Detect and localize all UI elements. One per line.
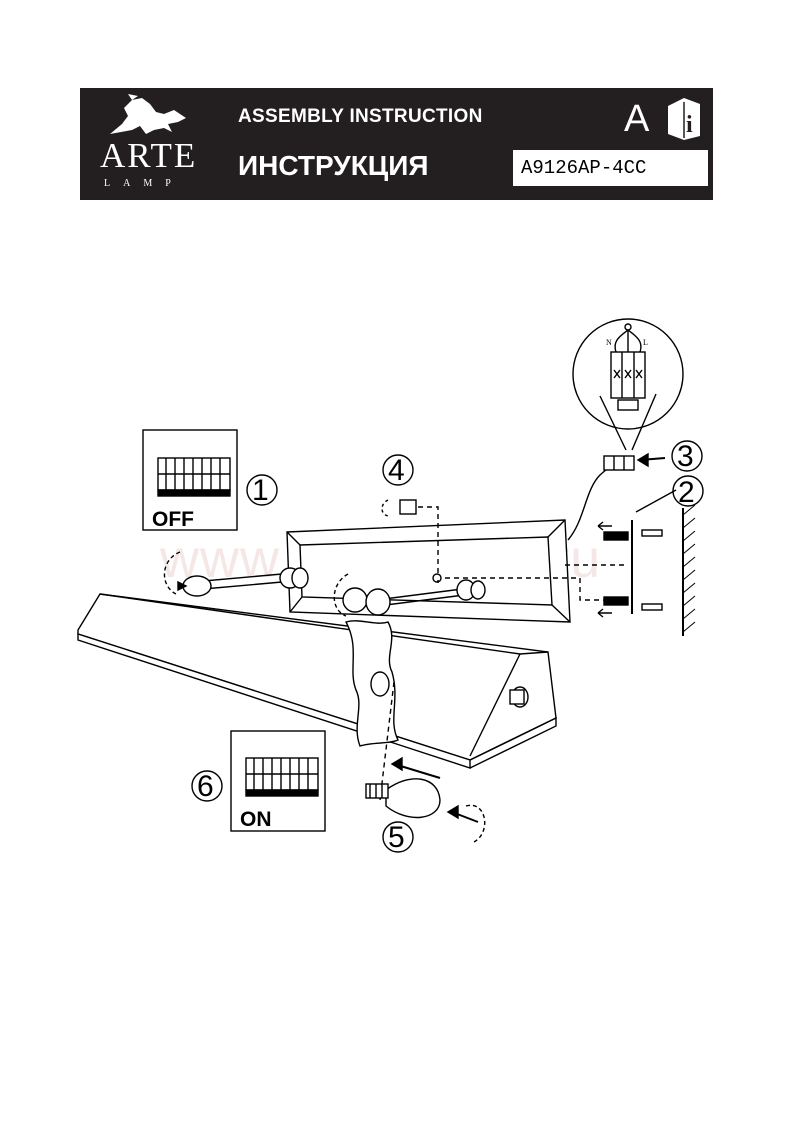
lamp-arm-left bbox=[177, 567, 309, 597]
terminal-block bbox=[603, 455, 635, 471]
header-banner: ARTE LAMP ASSEMBLY INSTRUCTION ИНСТРУКЦИ… bbox=[80, 88, 713, 200]
title-russian: ИНСТРУКЦИЯ bbox=[238, 150, 429, 181]
switch-off-label: OFF bbox=[152, 508, 194, 531]
step-6-circle bbox=[191, 770, 223, 802]
step-3: 3 bbox=[677, 440, 694, 473]
nut bbox=[399, 499, 417, 515]
griffin-logo-icon bbox=[110, 94, 186, 134]
lamp-arm-right bbox=[342, 579, 486, 616]
step-1-circle bbox=[246, 474, 278, 506]
brand-name: ARTE bbox=[100, 136, 198, 175]
step-3-circle bbox=[671, 440, 703, 472]
switch-box-on bbox=[230, 730, 326, 832]
wall bbox=[682, 504, 696, 636]
step-6: 6 bbox=[197, 770, 214, 803]
switch-on-label: ON bbox=[240, 808, 272, 831]
switch-box-off bbox=[142, 429, 238, 531]
step-2: 2 bbox=[678, 476, 695, 509]
step-1: 1 bbox=[252, 474, 269, 507]
model-number: A9126AP-4CC bbox=[513, 150, 708, 186]
step-5: 5 bbox=[388, 821, 405, 854]
terminal-n: N bbox=[606, 338, 612, 347]
brand-sub: LAMP bbox=[104, 178, 184, 189]
info-book-icon: i bbox=[668, 98, 700, 140]
svg-text:i: i bbox=[686, 112, 693, 138]
step-5-circle bbox=[382, 821, 414, 853]
wall-screws bbox=[597, 521, 663, 618]
step-4-circle bbox=[382, 454, 414, 486]
step-2-circle bbox=[672, 475, 704, 507]
title-english: ASSEMBLY INSTRUCTION bbox=[238, 106, 483, 127]
step-4: 4 bbox=[388, 454, 405, 487]
class-letter: A bbox=[624, 98, 650, 140]
bulb bbox=[365, 778, 441, 819]
terminal-l: L bbox=[643, 338, 648, 347]
wall-plate bbox=[286, 519, 571, 623]
